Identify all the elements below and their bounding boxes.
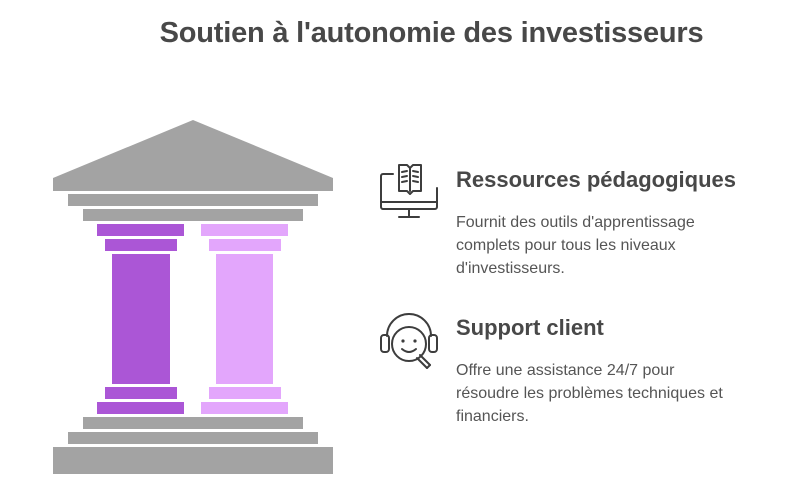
temple-base-step-2 — [68, 432, 318, 444]
temple-base-step-1 — [83, 417, 303, 429]
item-heading-resources: Ressources pédagogiques — [456, 167, 736, 192]
temple-top-step-1 — [68, 194, 318, 206]
item-heading-support: Support client — [456, 315, 604, 340]
item-description-resources: Fournit des outils d'apprentissage compl… — [456, 214, 695, 277]
page-title: Soutien à l'autonomie des investisseurs — [159, 17, 704, 49]
temple-base — [53, 447, 333, 474]
column-left — [97, 224, 184, 414]
headset-support-icon — [380, 313, 438, 369]
book-monitor-icon — [380, 164, 438, 218]
item-description-support: Offre une assistance 24/7 pour résoudre … — [456, 362, 723, 425]
column-right — [201, 224, 288, 414]
temple-top-step-2 — [83, 209, 303, 221]
temple-roof — [53, 120, 333, 191]
